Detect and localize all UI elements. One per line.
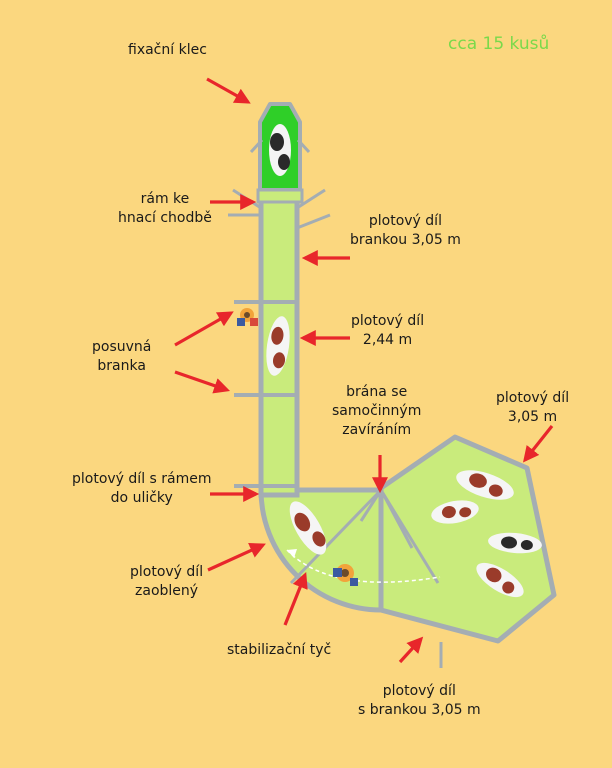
label-fence-with-gate: plotový díl brankou 3,05 m [350,212,461,250]
label-line: zavíráním [342,422,412,438]
animal-count: cca 15 kusů [448,34,550,54]
label-line: plotový díl s rámem [72,471,212,487]
cow-in-corridor [266,316,290,376]
label-line: samočinným [332,403,422,419]
label-stabilizing-bar: stabilizační tyč [227,641,331,660]
label-line: posuvná [92,339,152,355]
label-line: s brankou 3,05 m [358,702,481,718]
label-line: do uličky [110,490,173,506]
label-line: fixační klec [128,42,207,58]
label-rounded-fence: plotový díl zaoblený [130,563,203,601]
label-fence-305: plotový díl 3,05 m [496,389,569,427]
label-line: plotový díl [382,683,456,699]
label-corridor-frame: rám ke hnací chodbě [118,190,212,228]
label-line: plotový díl [368,213,442,229]
label-self-closing-gate: brána se samočinným zavíráním [332,383,421,440]
label-line: 2,44 m [362,332,413,348]
annotation-arrows [174,77,554,664]
cow-in-rounded-pen [289,501,327,555]
cow-in-cage [269,124,291,176]
label-line: plotový díl [351,313,425,329]
label-line: stabilizační tyč [227,642,332,658]
label-fixation-cage: fixační klec [128,41,207,60]
person-at-sliding-gate [237,308,258,326]
label-fence-with-frame: plotový díl s rámem do uličky [72,470,212,508]
cow-hex-2 [431,500,479,524]
label-line: 3,05 m [507,409,558,425]
label-line: plotový díl [496,390,570,406]
label-line: hnací chodbě [118,210,212,226]
person-in-rounded-pen [333,564,358,586]
label-fence-with-small-gate: plotový díl s brankou 3,05 m [358,682,481,720]
label-line: brankou 3,05 m [350,232,461,248]
label-line: zaoblený [135,583,199,599]
cow-hex-4 [476,562,524,598]
cow-hex-3 [488,532,542,554]
label-line: plotový díl [130,564,204,580]
label-line: rám ke [140,191,190,207]
label-line: brána se [346,384,408,400]
label-fence-244: plotový díl 2,44 m [351,312,424,350]
cow-hex-1 [456,470,514,500]
label-sliding-gate: posuvná branka [92,338,151,376]
label-line: branka [97,358,146,374]
